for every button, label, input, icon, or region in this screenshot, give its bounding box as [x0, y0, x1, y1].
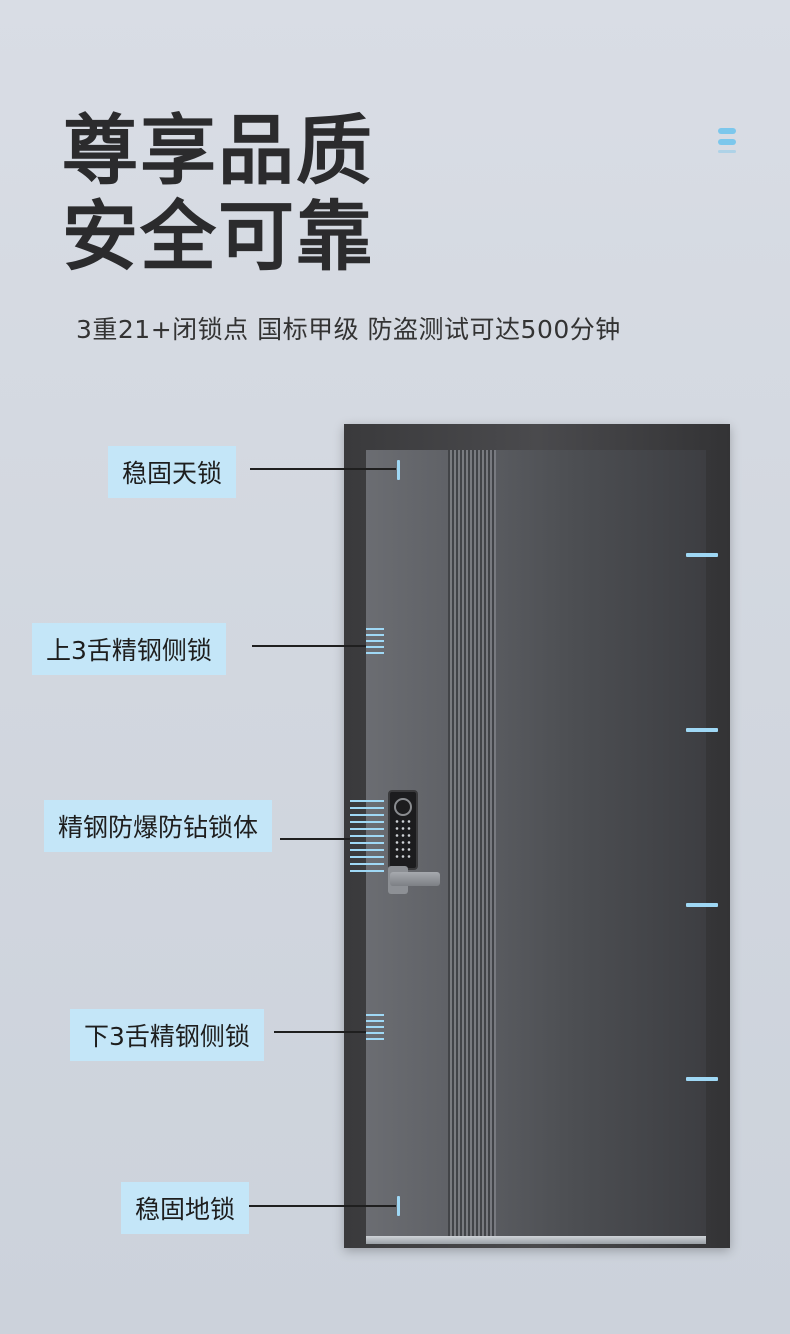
callout-bottom-lock: 稳固地锁 — [121, 1182, 250, 1234]
door-groove-strip — [448, 450, 496, 1238]
door-threshold — [366, 1236, 706, 1244]
door-handle — [390, 872, 440, 886]
lower-side-lock-bolts — [366, 1014, 384, 1044]
callout-leader-line — [250, 468, 396, 470]
bottom-lock-bolt — [397, 1196, 400, 1216]
top-lock-bolt — [397, 460, 400, 480]
callout-upper-side-lock: 上3舌精钢侧锁 — [32, 623, 226, 675]
callout-leader-line — [280, 838, 350, 840]
main-lock-bolts — [350, 800, 384, 877]
headline-line-1: 尊享品质 — [62, 106, 374, 195]
hinge-bolt — [686, 728, 718, 732]
callout-leader-line — [252, 645, 366, 647]
callout-top-lock: 稳固天锁 — [108, 446, 237, 498]
page-title: 尊享品质 安全可靠 — [62, 108, 374, 280]
callout-lower-side-lock: 下3舌精钢侧锁 — [70, 1009, 264, 1061]
feature-subtitle: 3重21+闭锁点 国标甲级 防盗测试可达500分钟 — [76, 315, 621, 344]
keypad-icon — [394, 818, 412, 858]
door-leaf — [366, 450, 706, 1238]
callout-leader-line — [249, 1205, 396, 1207]
bar-stack-icon — [718, 128, 736, 158]
headline-line-2: 安全可靠 — [62, 192, 374, 281]
smart-lock-panel — [388, 790, 418, 870]
hinge-bolt — [686, 903, 718, 907]
hinge-bolt — [686, 553, 718, 557]
upper-side-lock-bolts — [366, 628, 384, 658]
fingerprint-sensor-icon — [394, 798, 412, 816]
callout-leader-line — [274, 1031, 366, 1033]
callout-main-lock-body: 精钢防爆防钻锁体 — [44, 800, 273, 852]
hinge-bolt — [686, 1077, 718, 1081]
